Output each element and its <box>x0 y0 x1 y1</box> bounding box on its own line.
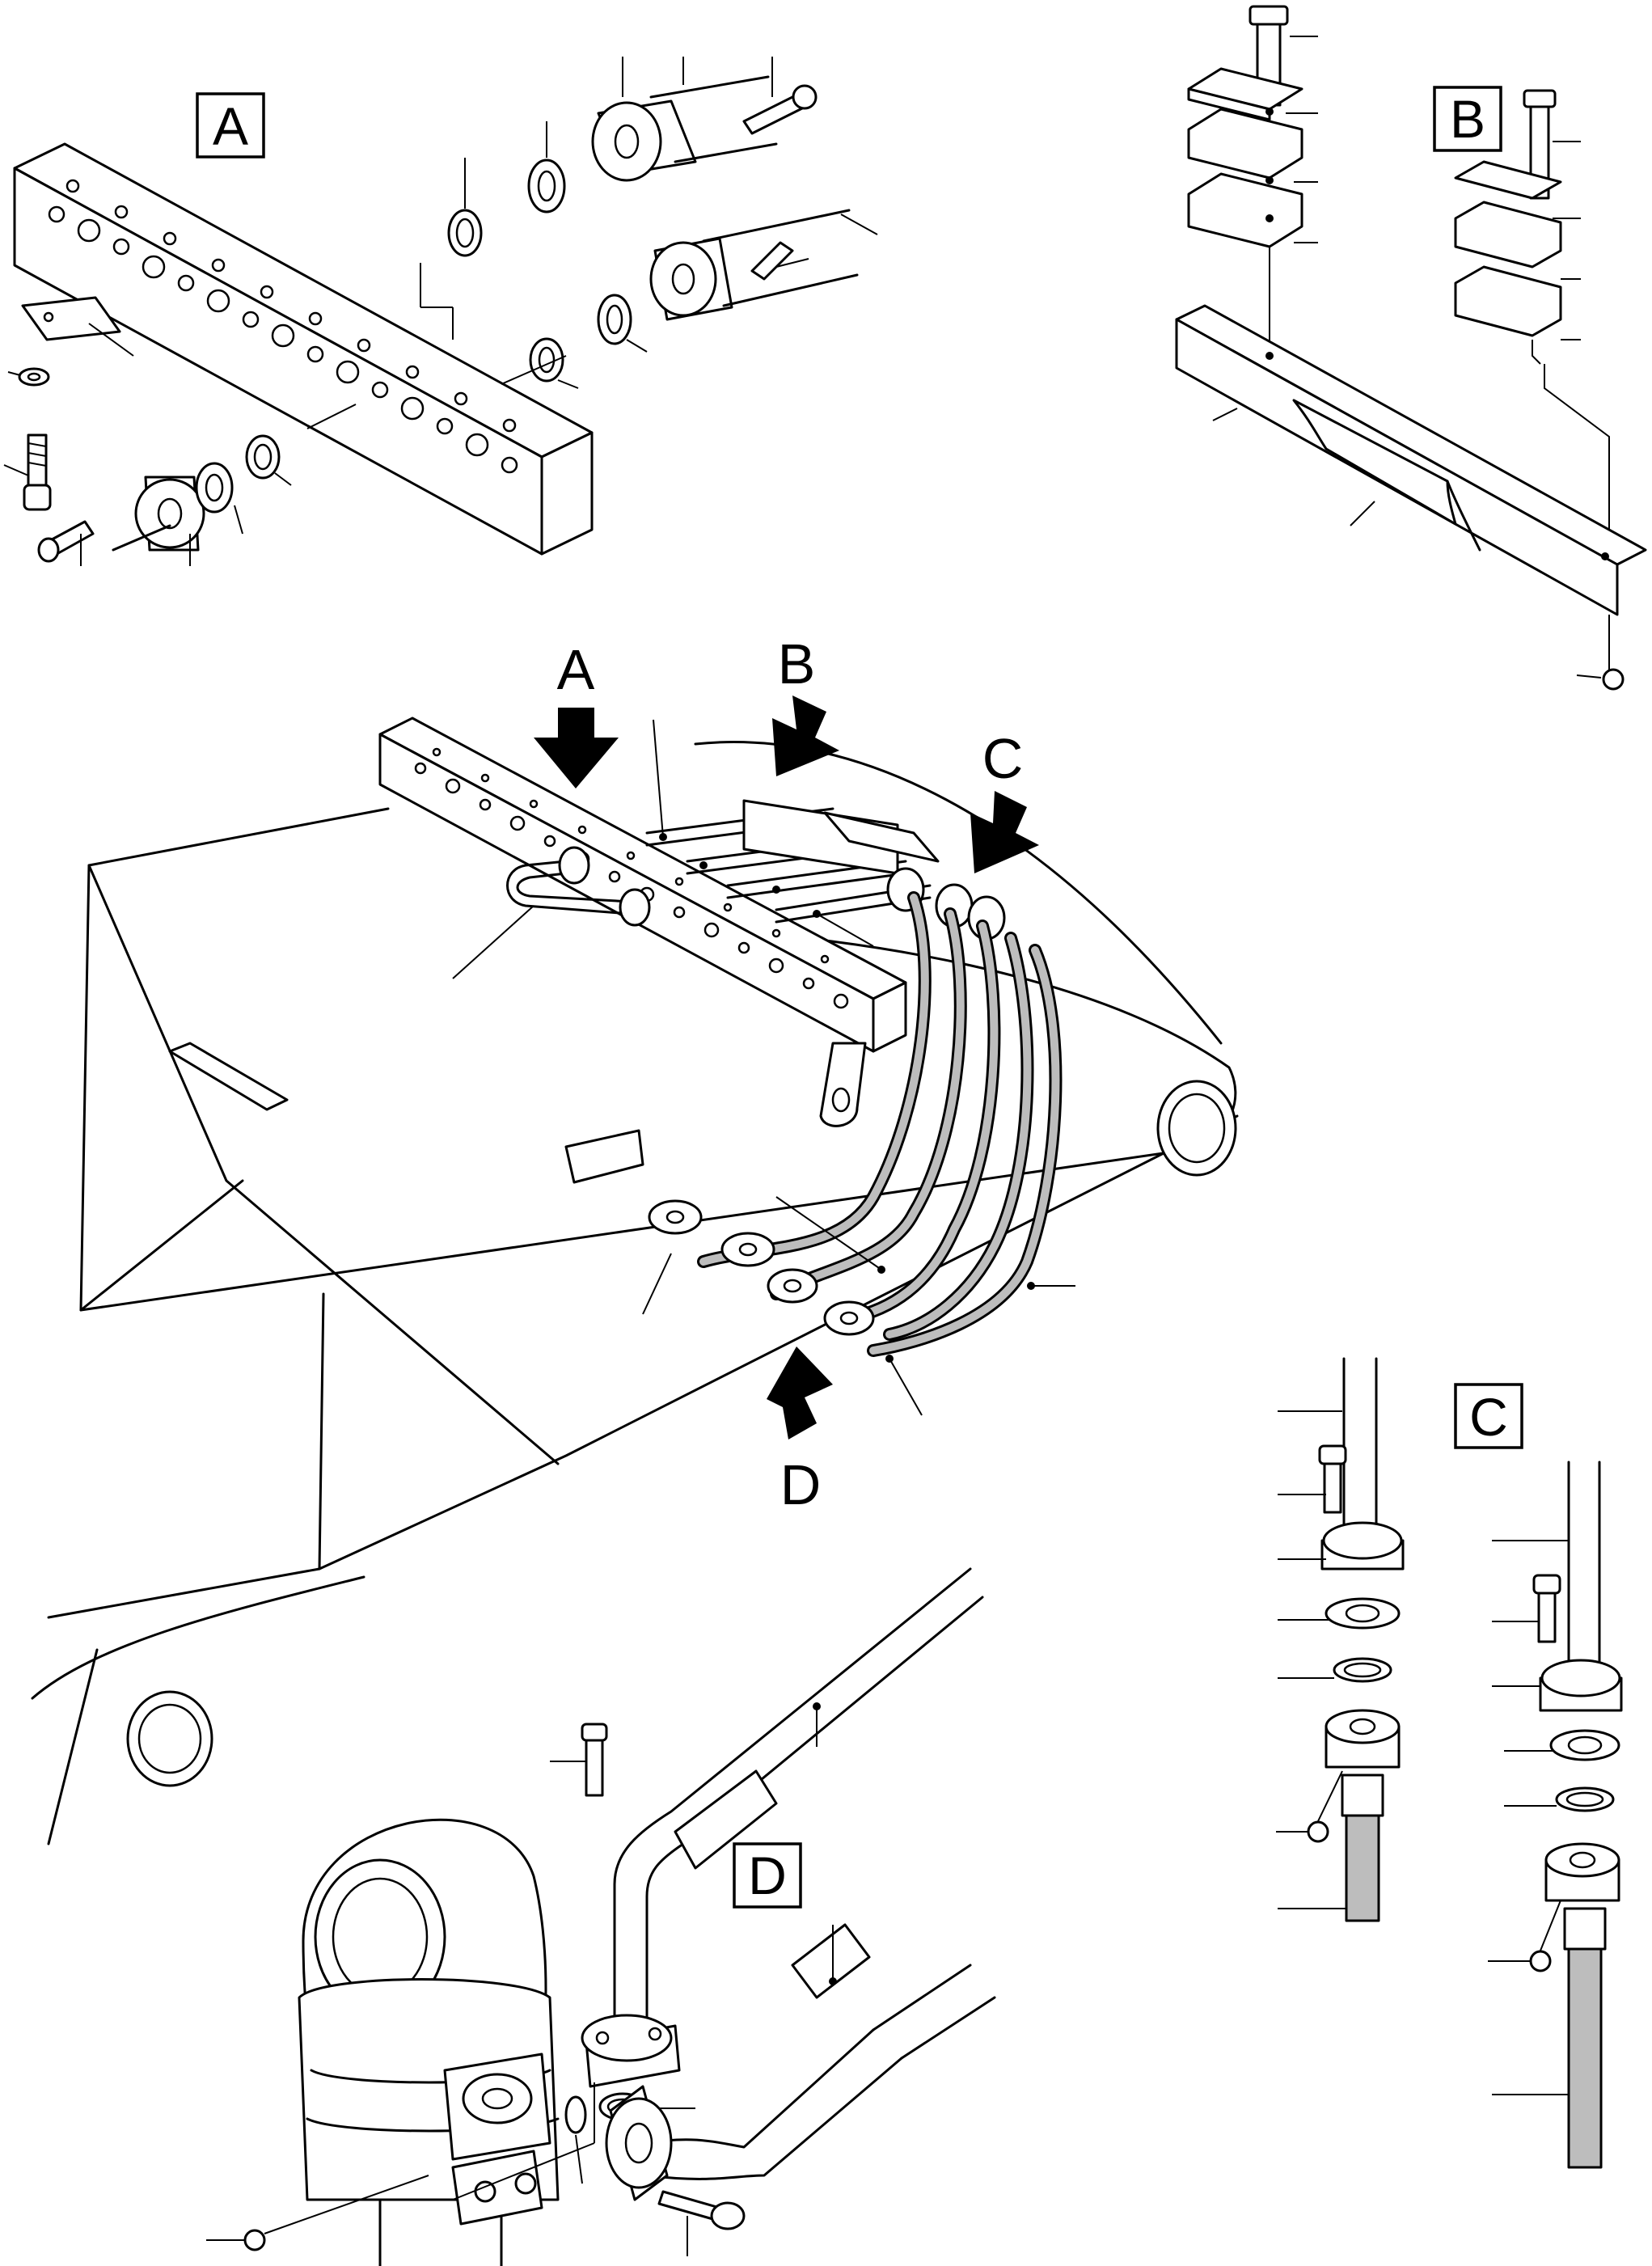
u-pipe-flange-2 <box>619 888 651 927</box>
plate-hole <box>43 311 54 323</box>
flange-bolt-upper <box>742 84 818 135</box>
rail-holes <box>48 179 518 474</box>
detail-view-d: D <box>206 1567 996 2266</box>
cap-screw <box>23 433 52 511</box>
detail-view-c: C <box>1276 1357 1623 2169</box>
view-arrow-d: D <box>767 1346 833 1516</box>
view-label-box-a <box>196 92 265 159</box>
arrow-label-d: D <box>780 1453 822 1516</box>
boom-tab-left <box>168 1042 289 1111</box>
u-pipe <box>506 860 632 915</box>
main-rail-holes <box>414 747 849 1009</box>
perforated-rail <box>13 142 594 556</box>
view-arrow-a: A <box>534 638 619 788</box>
o-ring-d-lower <box>564 2095 587 2134</box>
fitting-stack-right <box>1488 1461 1623 2169</box>
hose-end-flanges <box>642 1199 875 1336</box>
view-label-box-c <box>1454 1383 1523 1449</box>
lower-bent-tube <box>564 1923 996 2256</box>
arrow-label-a: A <box>557 638 595 701</box>
middle-flange-group <box>501 209 878 389</box>
hanging-bracket <box>819 1042 867 1127</box>
flange-bolt-d-lower <box>657 2190 746 2230</box>
clamp-stack-left <box>1187 5 1318 348</box>
flange-bolt-lower <box>37 520 95 563</box>
view-label-d: D <box>748 1845 787 1905</box>
arrow-label-c: C <box>982 727 1024 790</box>
view-arrow-b: B <box>772 632 839 776</box>
boom-tab-mid <box>564 1129 644 1184</box>
view-arrow-c: C <box>970 727 1039 873</box>
u-pipe-flange-1 <box>558 846 590 885</box>
nut <box>1602 668 1625 691</box>
view-label-b: B <box>1450 89 1485 149</box>
boom-outline <box>79 741 1237 1312</box>
fitting-stack-left <box>1276 1357 1405 1922</box>
cylinder-eye <box>298 1818 560 2266</box>
view-label-box-d <box>733 1842 802 1909</box>
port-block <box>443 2053 551 2226</box>
clamp-stack-right <box>1454 89 1610 558</box>
detail-view-b: B <box>1175 5 1647 691</box>
main-clamp-block <box>742 799 940 875</box>
arrow-label-b: B <box>778 632 816 695</box>
detail-view-a: A <box>3 57 878 566</box>
view-label-box-b <box>1433 86 1502 152</box>
main-assembly: A B C D <box>31 632 1239 1845</box>
lower-flange-group <box>37 404 357 566</box>
upper-flange-group <box>420 57 818 340</box>
view-label-c: C <box>1469 1387 1508 1447</box>
nut-d <box>243 2229 266 2251</box>
view-label-a: A <box>213 96 248 156</box>
channel-bracket <box>1175 304 1647 691</box>
